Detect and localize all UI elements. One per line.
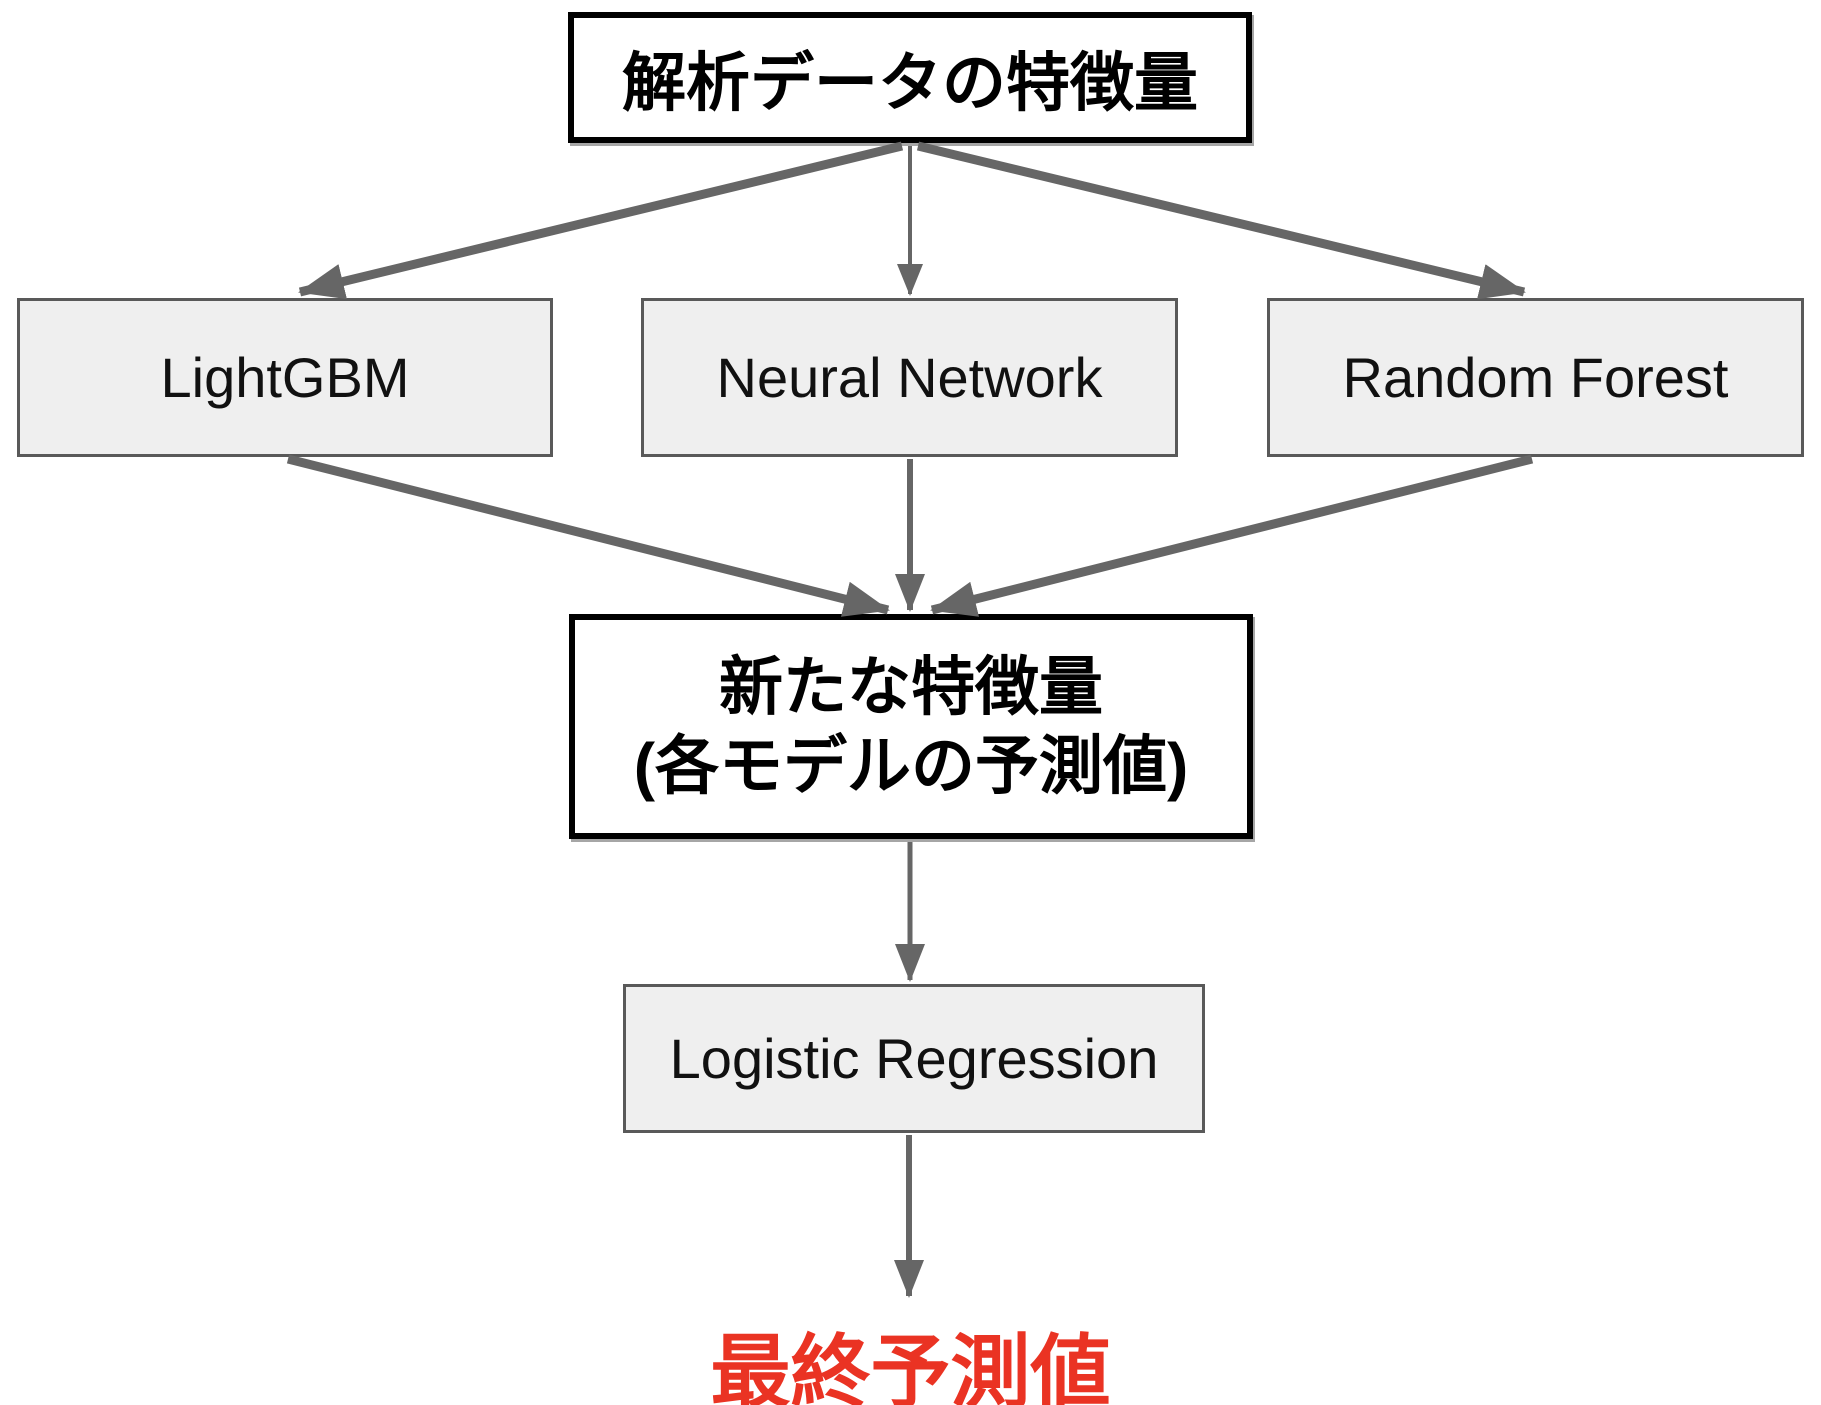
final-model-label: Logistic Regression	[669, 1027, 1159, 1090]
meta-features-label-line1: 新たな特徴量	[719, 651, 1103, 724]
model-label-lightgbm: LightGBM	[160, 346, 410, 409]
meta-features-box: 新たな特徴量 (各モデルの予測値)	[569, 614, 1253, 839]
model-box-neural-network: Neural Network	[641, 298, 1178, 457]
final-prediction-label: 最終予測値	[710, 1328, 1111, 1405]
input-features-box: 解析データの特徴量	[568, 12, 1252, 143]
model-label-neural-network: Neural Network	[716, 346, 1103, 409]
final-model-box-logistic-regression: Logistic Regression	[623, 984, 1205, 1133]
input-features-label: 解析データの特徴量	[622, 46, 1198, 119]
meta-features-label-line2: (各モデルの予測値)	[633, 729, 1189, 802]
model-label-random-forest: Random Forest	[1342, 346, 1729, 409]
model-box-random-forest: Random Forest	[1267, 298, 1804, 457]
model-box-lightgbm: LightGBM	[17, 298, 553, 457]
arrow-random-forest-to-meta	[930, 454, 1534, 617]
arrow-input-to-random-forest	[916, 141, 1526, 300]
arrow-input-to-lightgbm	[298, 141, 904, 300]
arrow-lightgbm-to-meta	[286, 454, 890, 617]
